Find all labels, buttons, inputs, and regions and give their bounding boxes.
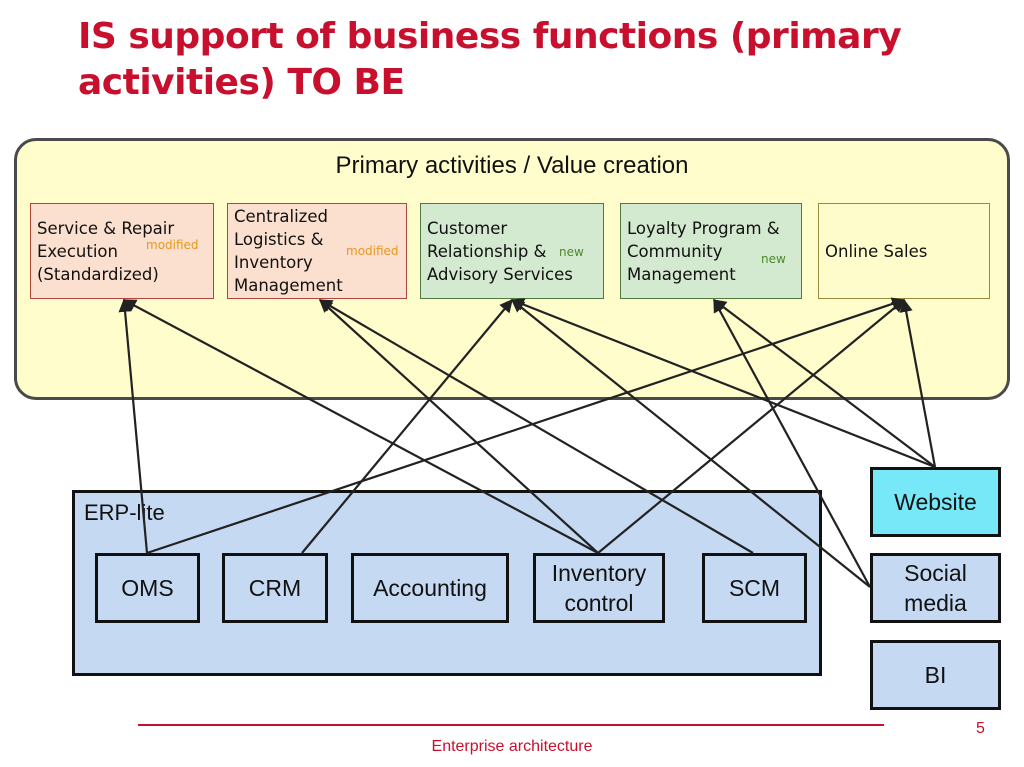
activity-label: Online Sales: [825, 241, 928, 261]
activity-service-repair: Service & Repair Execution (Standardized…: [30, 203, 214, 299]
system-accounting: Accounting: [351, 553, 509, 623]
activity-loyalty-program: Loyalty Program & Community Management: [620, 203, 802, 299]
slide-title: IS support of business functions (primar…: [78, 16, 902, 103]
activity-label: Customer Relationship & Advisory Service…: [427, 218, 573, 284]
system-website: Website: [870, 467, 1001, 537]
system-label: Website: [894, 489, 977, 515]
system-label: Social media: [904, 560, 967, 616]
activity-label: Service & Repair Execution (Standardized…: [37, 218, 175, 284]
system-oms: OMS: [95, 553, 200, 623]
modified-tag: modified: [146, 238, 199, 252]
system-crm: CRM: [222, 553, 328, 623]
system-bi: BI: [870, 640, 1001, 710]
system-social-media: Social media: [870, 553, 1001, 623]
activity-label: Centralized Logistics & Inventory Manage…: [234, 207, 343, 295]
system-label: CRM: [248, 575, 302, 601]
new-tag: new: [761, 252, 786, 266]
system-inventory-control: Inventory control: [533, 553, 665, 623]
system-label: OMS: [121, 575, 174, 601]
page-number: 5: [976, 720, 985, 737]
new-tag: new: [559, 245, 584, 259]
footer-text: Enterprise architecture: [431, 738, 593, 755]
activity-customer-relationship: Customer Relationship & Advisory Service…: [420, 203, 604, 299]
system-label: SCM: [728, 575, 781, 601]
activity-online-sales: Online Sales: [818, 203, 990, 299]
system-scm: SCM: [702, 553, 807, 623]
primary-activities-heading: Primary activities / Value creation: [335, 152, 689, 179]
erp-lite-label: ERP-lite: [84, 500, 165, 525]
modified-tag: modified: [346, 244, 399, 258]
activity-label: Loyalty Program & Community Management: [627, 218, 780, 284]
system-label: BI: [924, 662, 947, 688]
system-label: Accounting: [373, 575, 487, 601]
system-label: Inventory control: [551, 560, 647, 616]
activity-logistics: Centralized Logistics & Inventory Manage…: [227, 203, 407, 299]
footer-divider: [138, 724, 884, 726]
